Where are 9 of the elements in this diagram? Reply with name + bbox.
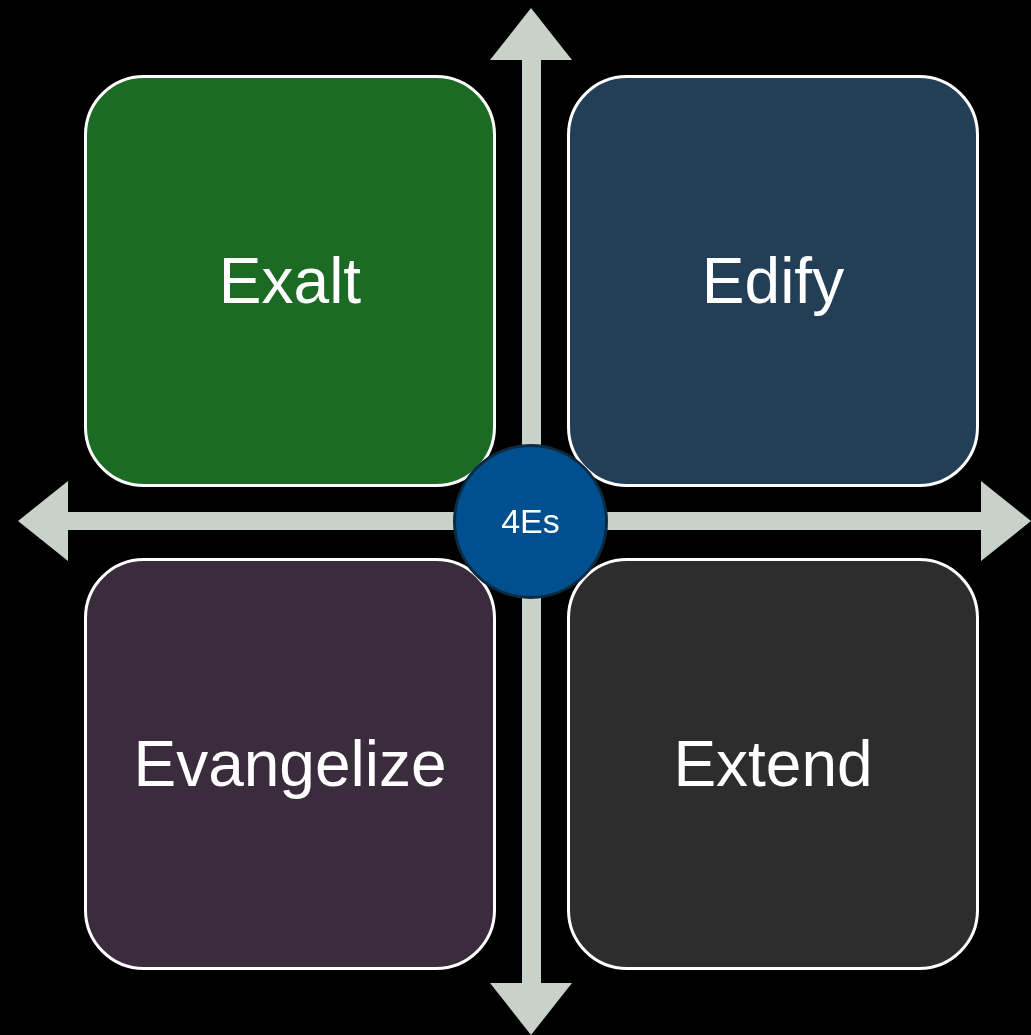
- node-label: 4Es: [501, 501, 560, 542]
- node-label: Evangelize: [133, 727, 447, 802]
- quadrant-box: [567, 75, 979, 487]
- node-label: Extend: [673, 727, 873, 802]
- quadrant-box: [84, 75, 496, 487]
- node-label: Exalt: [218, 244, 362, 319]
- quadrant-box: [84, 558, 496, 970]
- quadrant-box: [567, 558, 979, 970]
- node-label: Edify: [701, 244, 845, 319]
